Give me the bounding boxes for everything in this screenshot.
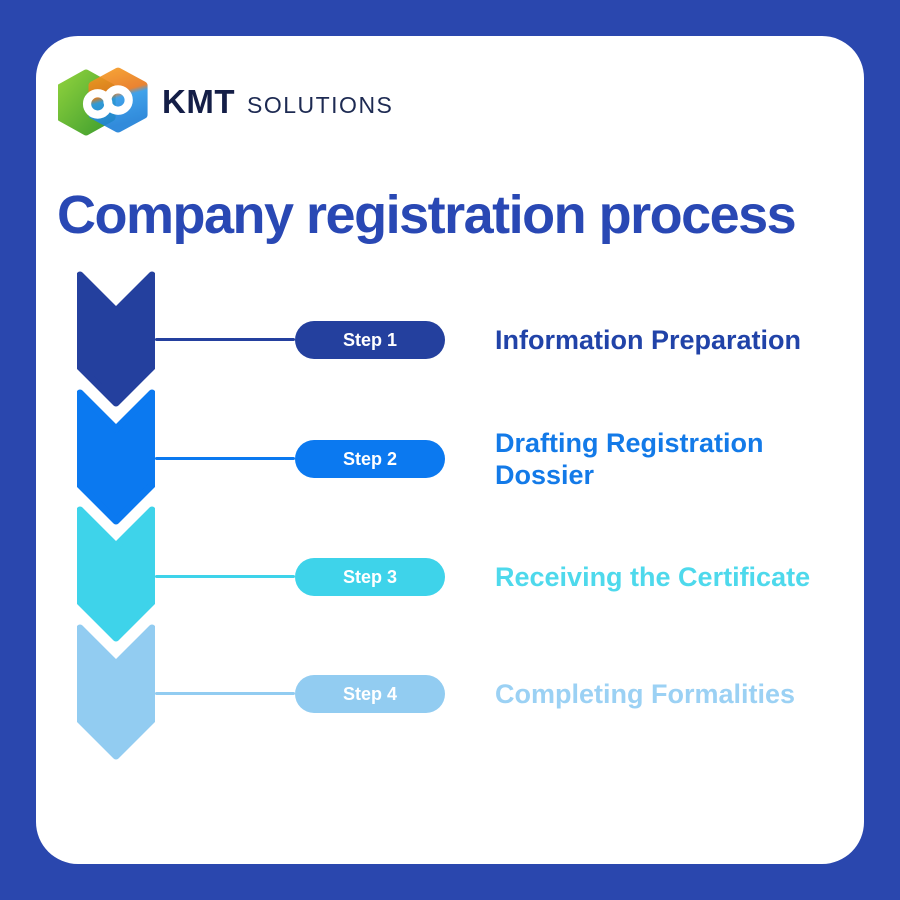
step-pill: Step 4	[295, 675, 445, 713]
step-row-3: Step 3 Receiving the Certificate	[36, 36, 864, 864]
step-label: Drafting Registration Dossier	[495, 428, 764, 490]
brand-logo-icon	[58, 67, 148, 136]
brand-name: KMT	[162, 83, 235, 120]
chevron-down-icon	[77, 271, 155, 407]
step-label: Completing Formalities	[495, 679, 796, 709]
connector-line	[155, 457, 295, 460]
connector-line	[155, 575, 295, 578]
step-pill: Step 2	[295, 440, 445, 478]
card: KMT SOLUTIONS Company registration proce…	[36, 36, 864, 864]
connector-line	[155, 692, 295, 695]
step-pill-label: Step 1	[342, 329, 398, 350]
page-title: Company registration process	[57, 185, 797, 245]
brand-wordmark: KMT SOLUTIONS	[162, 83, 393, 121]
step-pill-label: Step 2	[342, 448, 398, 469]
step-pill-label: Step 3	[342, 566, 398, 587]
step-pill: Step 1	[295, 321, 445, 359]
step-label: Information Preparation	[495, 325, 802, 355]
connector-line	[155, 338, 295, 341]
step-row-4: Step 4 Completing Formalities	[36, 36, 864, 864]
chevron-down-icon	[77, 389, 155, 525]
step-label: Receiving the Certificate	[495, 562, 811, 592]
chevron-down-icon	[77, 624, 155, 760]
brand-logo: KMT SOLUTIONS	[58, 66, 393, 138]
step-row-2: Step 2 Drafting Registration Dossier	[36, 36, 864, 864]
brand-suffix: SOLUTIONS	[246, 92, 394, 118]
step-pill: Step 3	[295, 558, 445, 596]
step-pill-label: Step 4	[342, 683, 398, 704]
step-row-1: Step 1 Information Preparation	[36, 36, 864, 864]
chevron-down-icon	[77, 506, 155, 642]
